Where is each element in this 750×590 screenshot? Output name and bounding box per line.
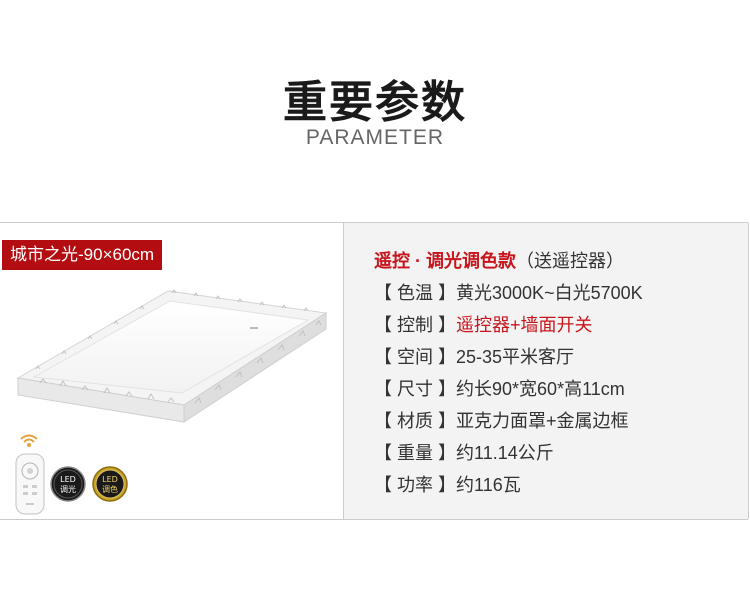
spec-row-color-temp: 【 色温 】黄光3000K~白光5700K [374,277,643,309]
led-dimming-badge: LED 调光 [50,466,86,502]
spec-row-space: 【 空间 】25-35平米客厅 [374,341,643,373]
spec-label: 【 重量 】 [374,443,457,463]
spec-label: 【 材质 】 [374,411,457,431]
spec-label: 【 控制 】 [374,315,457,335]
parameter-panel: 城市之光-90×60cm [0,222,749,520]
spec-value: 约116瓦 [456,475,521,495]
spec-label: 【 空间 】 [374,347,457,367]
spec-label: 【 功率 】 [374,475,457,495]
spec-row-material: 【 材质 】亚克力面罩+金属边框 [374,405,643,437]
spec-value: 黄光3000K~白光5700K [456,283,643,303]
spec-list: 遥控 · 调光调色款（送遥控器） 【 色温 】黄光3000K~白光5700K 【… [374,245,643,501]
spec-row-control: 【 控制 】遥控器+墙面开关 [374,309,643,341]
spec-row-weight: 【 重量 】约11.14公斤 [374,437,643,469]
product-image-area: 城市之光-90×60cm [0,223,344,519]
spec-value: 约11.14公斤 [456,443,554,463]
specs-area: 遥控 · 调光调色款（送遥控器） 【 色温 】黄光3000K~白光5700K 【… [344,223,749,519]
spec-headline-note: （送遥控器） [516,251,624,271]
ceiling-lamp-image [16,289,328,423]
wifi-icon [20,434,38,447]
page-title: 重要参数 [283,77,467,128]
spec-headline: 遥控 · 调光调色款（送遥控器） [374,245,643,277]
spec-row-size: 【 尺寸 】约长90*宽60*高11cm [374,373,643,405]
spec-value: 约长90*宽60*高11cm [456,379,625,399]
page-subtitle: PARAMETER [305,126,445,149]
spec-value: 亚克力面罩+金属边框 [456,411,629,431]
badge-dimming-top: LED [60,475,76,484]
spec-value: 25-35平米客厅 [456,347,575,367]
spec-value: 遥控器+墙面开关 [456,315,593,335]
spec-label: 【 色温 】 [374,283,457,303]
led-toning-badge: LED 调色 [92,466,128,502]
model-tag: 城市之光-90×60cm [2,240,163,270]
spec-label: 【 尺寸 】 [374,379,457,399]
badge-toning-top: LED [102,475,118,484]
spec-headline-name: 遥控 · 调光调色款 [374,251,516,271]
remote-control-icon [15,453,45,515]
badge-dimming-bottom: 调光 [60,484,76,494]
badge-toning-bottom: 调色 [102,484,118,494]
spec-row-power: 【 功率 】约116瓦 [374,469,643,501]
